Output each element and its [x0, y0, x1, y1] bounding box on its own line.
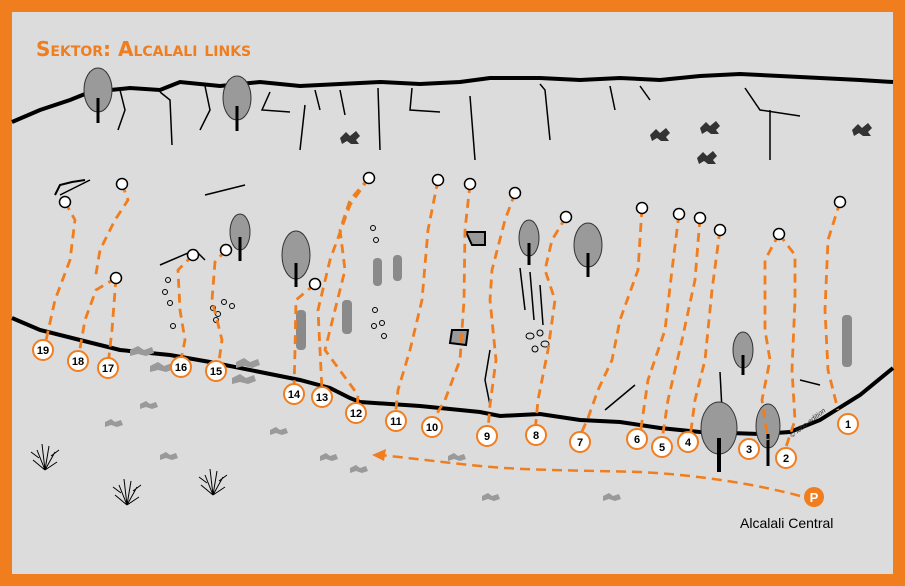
- route-number-3: 3: [746, 444, 752, 456]
- route-number-13: 13: [316, 392, 328, 404]
- route-number-5: 5: [659, 442, 665, 454]
- parking-label: Alcalali Central: [740, 515, 833, 531]
- route-number-2: 2: [783, 453, 789, 465]
- route-number-15: 15: [210, 366, 222, 378]
- route-number-18: 18: [72, 356, 84, 368]
- route-number-9: 9: [484, 431, 490, 443]
- route-number-10: 10: [426, 422, 438, 434]
- route-number-19: 19: [37, 345, 49, 357]
- parking-symbol: P: [810, 490, 819, 505]
- sector-title: Sektor: Alcalali links: [36, 37, 251, 61]
- route-number-8: 8: [533, 430, 539, 442]
- route-number-6: 6: [634, 434, 640, 446]
- map-background: [12, 12, 893, 574]
- route-number-17: 17: [102, 363, 114, 375]
- route-number-12: 12: [350, 408, 362, 420]
- route-number-1: 1: [845, 419, 851, 431]
- route-number-7: 7: [577, 437, 583, 449]
- route-number-16: 16: [175, 362, 187, 374]
- route-number-14: 14: [288, 389, 301, 401]
- route-number-11: 11: [390, 416, 402, 428]
- route-number-4: 4: [685, 437, 692, 449]
